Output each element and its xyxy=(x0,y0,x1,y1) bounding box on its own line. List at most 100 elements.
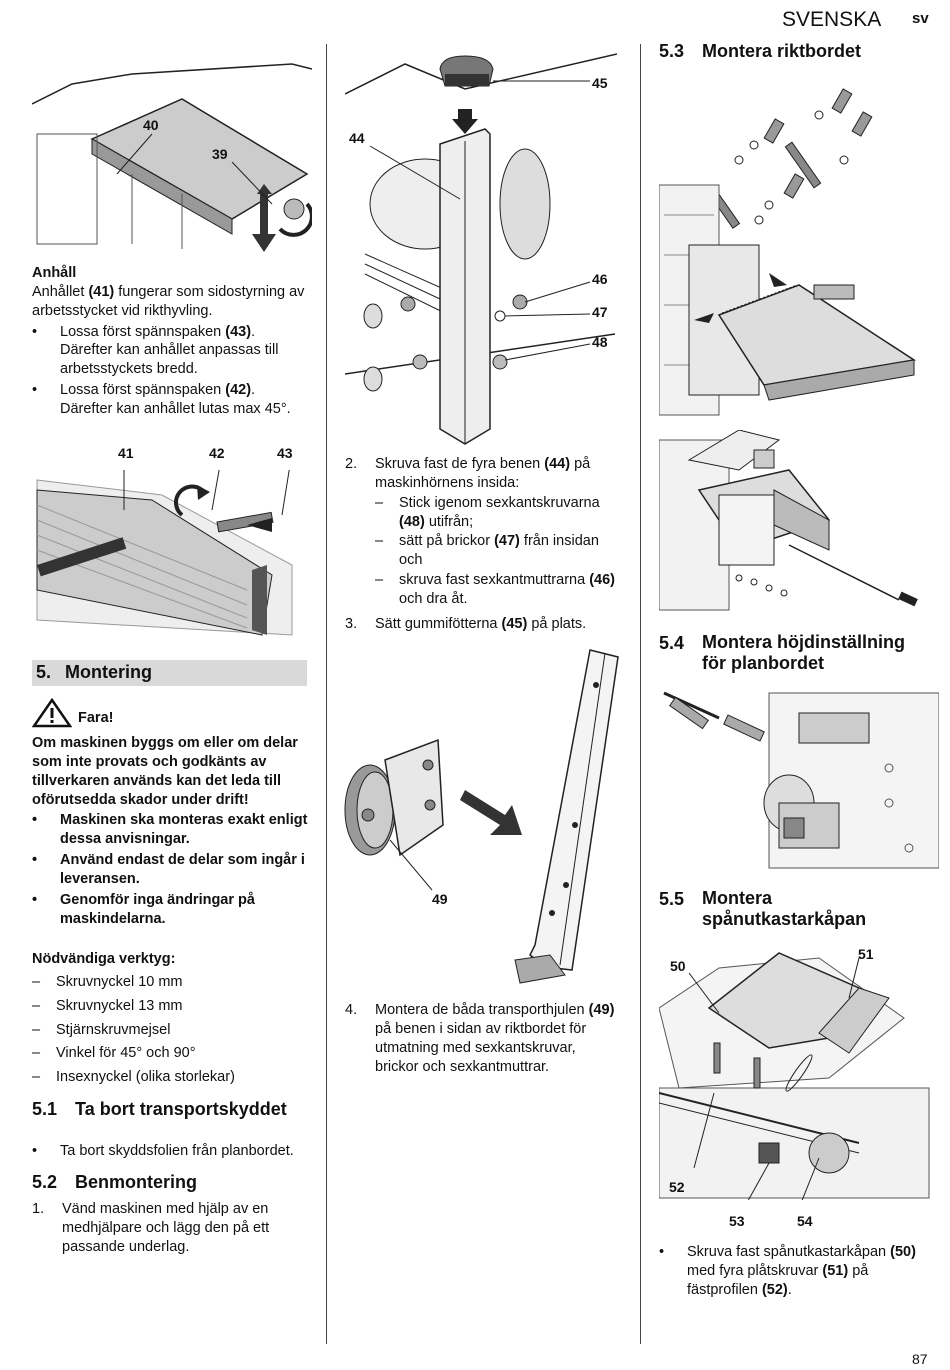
ref: (47) xyxy=(494,533,520,550)
ref: (43) xyxy=(225,323,252,340)
ref: (42) xyxy=(225,382,252,399)
list-item: 1. Vänd maskinen med hjälp av en medhjälp… xyxy=(32,1200,312,1257)
text: Skruva fast de fyra benen xyxy=(375,456,545,472)
callout-49: 49 xyxy=(432,891,448,907)
list-item: •Använd endast de delar som ingår i leve… xyxy=(32,851,312,889)
text: . xyxy=(787,1281,792,1298)
ref: (45) xyxy=(501,615,528,632)
callout-54: 54 xyxy=(797,1213,813,1229)
callout-41: 41 xyxy=(118,445,134,461)
list-item: –Insexnyckel (olika storlekar) xyxy=(32,1069,235,1086)
text: Lossa först spännspaken xyxy=(60,323,226,340)
list-item: • Lossa först spännspaken (42). Därefter… xyxy=(32,382,291,417)
figure-jointer-table-assembled xyxy=(659,430,939,612)
text: på maskinhörnens insida: xyxy=(375,456,591,491)
figure-jointer-table-mounting xyxy=(659,75,919,420)
section-number: 5. xyxy=(36,662,52,683)
warning-triangle-icon xyxy=(32,698,72,728)
list-item: 2. Skruva fast de fyra benen (44) på mas… xyxy=(345,455,617,493)
text: Skruvnyckel 10 mm xyxy=(56,973,183,990)
callout-52: 52 xyxy=(669,1179,685,1195)
header-language-code: sv xyxy=(912,10,929,27)
tools-section: Nödvändiga verktyg: –Skruvnyckel 10 mm –… xyxy=(32,950,312,1088)
column-divider-1 xyxy=(326,44,327,1344)
text: . Därefter kan anhållet lutas max 45°. xyxy=(60,382,291,417)
section-5-heading: 5. Montering xyxy=(32,660,307,686)
section-title: Montera spånutkastarkåpan xyxy=(702,888,867,929)
tools-title: Nödvändiga verktyg: xyxy=(32,951,176,967)
section-number: 5.5 xyxy=(659,889,685,909)
text: och dra åt. xyxy=(399,590,468,607)
text: Stick igenom sexkantskruvarna xyxy=(399,494,600,511)
list-item: –sätt på brickor (47) från insidan och xyxy=(375,533,599,569)
ref: (46) xyxy=(589,572,615,589)
warning-block: Fara! Om maskinen byggs om eller om dela… xyxy=(32,698,312,930)
step-number: 4. xyxy=(345,1002,358,1018)
text: fungerar som sidostyrning av arbetsstyck… xyxy=(32,283,305,319)
section-title: Montera riktbordet xyxy=(702,41,862,61)
figure-height-adjustment-crank xyxy=(659,688,939,870)
ref: (49) xyxy=(588,1002,615,1018)
section-5-5-heading: 5.5 Montera spånutkastarkåpan xyxy=(659,888,939,929)
text: Montera de båda transporthjulen xyxy=(375,1002,589,1018)
callout-44: 44 xyxy=(349,130,365,146)
ref: (50) xyxy=(890,1244,916,1260)
text: på fästprofilen xyxy=(687,1262,869,1298)
ref: (48) xyxy=(399,513,425,530)
ref: (51) xyxy=(822,1262,849,1279)
section-5-4-heading: 5.4 Montera höjdinställning för planborde… xyxy=(659,632,934,673)
list-item: •Genomför inga ändringar på maskindelarn… xyxy=(32,891,312,929)
text: utifrån; xyxy=(424,513,474,530)
text: skruva fast sexkantmuttrarna xyxy=(399,572,590,589)
step-number: 2. xyxy=(345,456,358,472)
section-title: Montera höjdinställning för planbordet xyxy=(702,632,906,673)
text: Lossa först spännspaken xyxy=(60,382,226,399)
ref: (41) xyxy=(88,283,115,300)
callout-53: 53 xyxy=(729,1213,745,1229)
page-number: 87 xyxy=(912,1351,928,1367)
text: Skruvnyckel 13 mm xyxy=(56,997,183,1014)
callout-39: 39 xyxy=(212,146,228,162)
anhall-section: Anhåll Anhållet (41) fungerar som sidost… xyxy=(32,264,308,421)
callout-47: 47 xyxy=(592,304,608,320)
text: Maskinen ska monteras exakt enligt dessa… xyxy=(60,812,308,848)
text: Använd endast de delar som ingår i lever… xyxy=(60,852,305,887)
list-item: –Vinkel för 45° och 90° xyxy=(32,1045,196,1062)
callout-40: 40 xyxy=(143,117,159,133)
text: på plats. xyxy=(527,615,587,632)
section-number: 5.4 xyxy=(659,633,685,653)
list-item: –skruva fast sexkantmuttrarna (46) och d… xyxy=(375,572,615,607)
text: Genomför inga ändringar på maskindelarna… xyxy=(60,891,255,927)
section-title: Ta bort transportskyddet xyxy=(75,1099,287,1119)
warning-label: Fara! xyxy=(78,710,114,727)
list-item: 3. Sätt gummifötterna (45) på plats. xyxy=(345,615,617,634)
callout-50: 50 xyxy=(670,958,686,974)
text: sätt på brickor xyxy=(399,533,495,550)
text: Vinkel för 45° och 90° xyxy=(56,1045,196,1062)
column-divider-2 xyxy=(640,44,641,1344)
col2-steps: 2. Skruva fast de fyra benen (44) på mas… xyxy=(345,455,617,634)
text: Ta bort skyddsfolien från planbordet. xyxy=(60,1143,294,1159)
callout-48: 48 xyxy=(592,334,608,350)
callout-46: 46 xyxy=(592,271,608,287)
header-language: SVENSKA xyxy=(782,8,882,31)
step-number: 3. xyxy=(345,615,358,632)
anhall-title: Anhåll xyxy=(32,265,77,281)
text: Stjärnskruvmejsel xyxy=(56,1021,171,1038)
step-number: 1. xyxy=(32,1201,45,1217)
text: Vänd maskinen med hjälp av en medhjälpar… xyxy=(62,1201,270,1255)
warning-text: Om maskinen byggs om eller om delar som … xyxy=(32,735,298,808)
callout-42: 42 xyxy=(209,445,225,461)
ref: (44) xyxy=(544,456,571,472)
text: med fyra plåtskruvar xyxy=(687,1262,823,1279)
text: Skruva fast spånutkastarkåpan xyxy=(687,1244,891,1260)
list-item: –Skruvnyckel 13 mm xyxy=(32,997,183,1014)
figure-leg-mounting xyxy=(345,44,617,449)
text: Sätt gummifötterna xyxy=(375,615,502,632)
section-number: 5.2 xyxy=(32,1172,58,1192)
list-item: •Ta bort skyddsfolien från planbordet. xyxy=(32,1143,294,1159)
text: på benen i sidan av riktbordet för utmat… xyxy=(375,1020,587,1075)
list-item: –Skruvnyckel 10 mm xyxy=(32,973,183,990)
text: . Därefter kan anhållet anpassas till ar… xyxy=(60,323,279,378)
list-item: • Skruva fast spånutkastarkåpan (50) med… xyxy=(659,1244,916,1298)
